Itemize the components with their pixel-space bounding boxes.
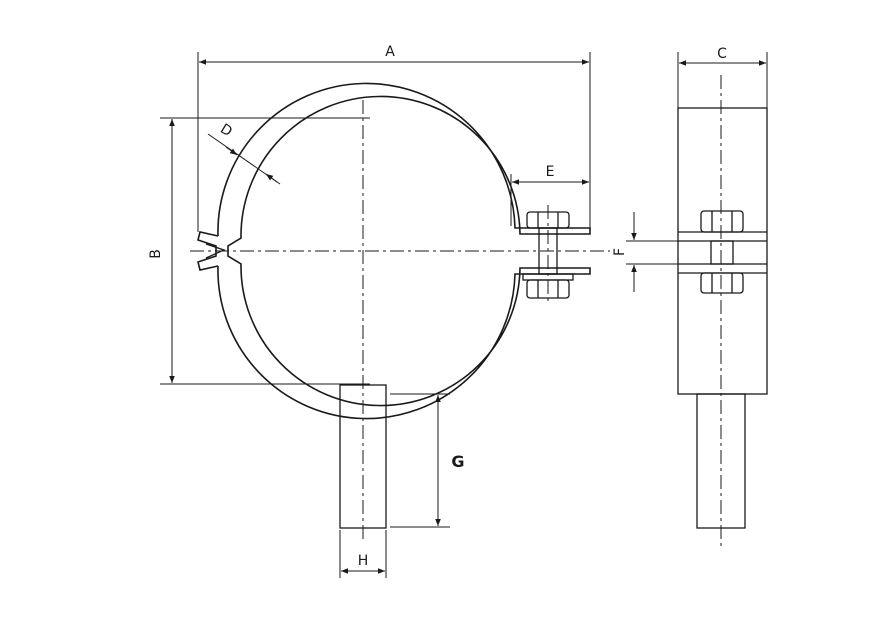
band-side — [677, 107, 768, 395]
label-a: A — [385, 44, 395, 60]
side-nut — [700, 272, 744, 294]
front-view — [190, 82, 610, 540]
label-h: H — [358, 553, 369, 569]
side-bolt-head — [700, 210, 744, 233]
dimension-c: C — [677, 46, 768, 108]
dimension-e: E — [510, 164, 589, 226]
label-g: G — [451, 452, 464, 471]
dimension-b: B — [148, 117, 370, 385]
label-b: B — [148, 249, 164, 259]
dimension-a: A — [197, 44, 591, 232]
label-f: F — [612, 248, 628, 256]
label-e: E — [546, 164, 555, 180]
dimension-f: F — [612, 212, 680, 292]
side-view — [677, 75, 768, 548]
dimension-g: G — [390, 393, 465, 528]
label-d: D — [217, 121, 235, 140]
dimension-h: H — [339, 530, 387, 578]
label-c: C — [717, 46, 727, 62]
